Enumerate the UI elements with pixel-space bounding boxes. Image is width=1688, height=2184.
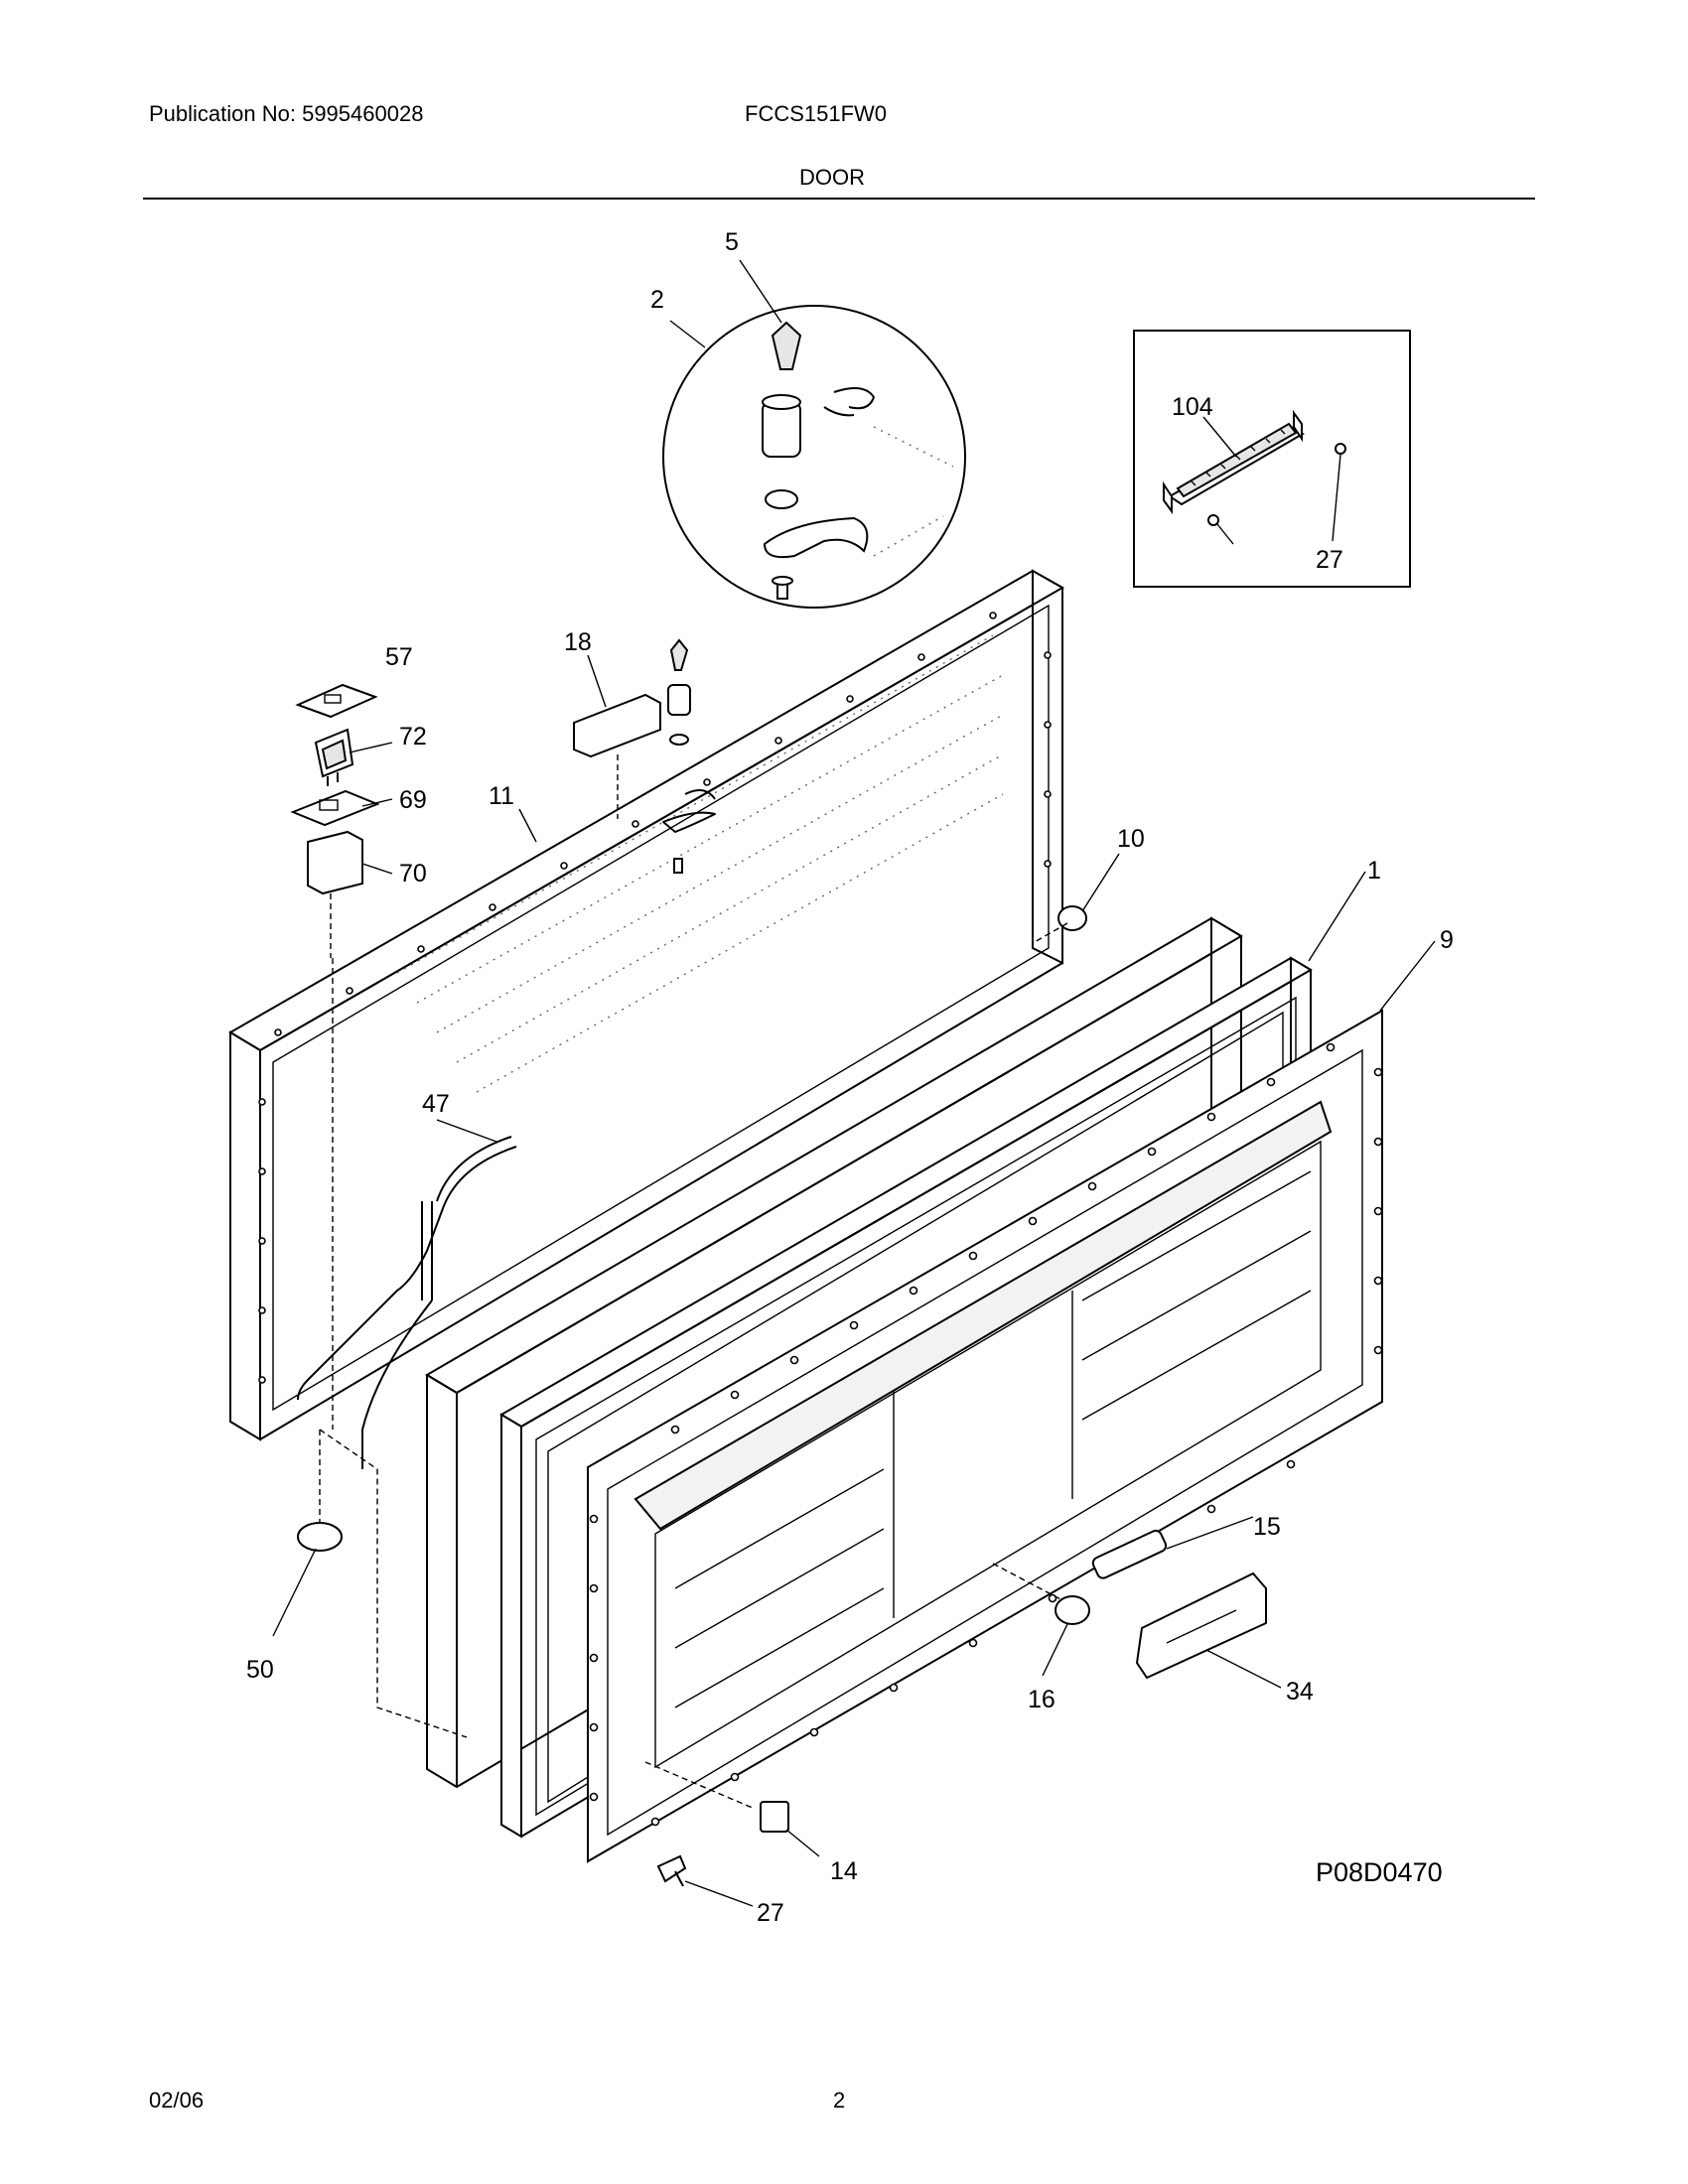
switch-stack: [290, 683, 380, 958]
footer-date: 02/06: [149, 2088, 205, 2113]
model-number: FCCS151FW0: [745, 101, 888, 126]
callout-9: 9: [1440, 926, 1454, 954]
callout-57: 57: [385, 643, 413, 671]
callout-47: 47: [422, 1090, 450, 1118]
callout-15: 15: [1253, 1513, 1281, 1541]
callout-18: 18: [564, 628, 592, 656]
callout-104: 104: [1172, 393, 1213, 421]
liner-screw-holes: [589, 1042, 1383, 1827]
lock-parts-on-panel: [662, 638, 716, 874]
callout-27-inset: 27: [1316, 546, 1343, 574]
callout-69: 69: [399, 786, 427, 814]
callout-numbers: 5 2 104 27 57 18 72 69 11 70 10 1 9 47 1…: [246, 228, 1454, 1927]
callout-50: 50: [246, 1656, 274, 1684]
callout-72: 72: [399, 723, 427, 751]
hinge-inset-box: [1133, 330, 1411, 588]
light-cover: [1135, 1571, 1267, 1680]
callout-27-bottom: 27: [757, 1899, 784, 1927]
drawing-code: P08D0470: [1316, 1857, 1443, 1887]
lamp-socket-parts: [992, 1529, 1168, 1625]
inner-door-liner: [587, 1009, 1383, 1863]
page-number: 2: [833, 2088, 846, 2113]
wire-harness: [297, 1136, 517, 1469]
callout-70: 70: [399, 860, 427, 887]
header-rule: [143, 198, 1535, 200]
callout-34: 34: [1286, 1678, 1314, 1706]
callout-10: 10: [1117, 825, 1145, 853]
door-handle: [573, 693, 661, 819]
callout-5: 5: [725, 228, 739, 256]
publication-number: Publication No: 5995460028: [149, 101, 424, 126]
callout-1: 1: [1367, 857, 1381, 885]
callout-2: 2: [650, 286, 664, 314]
outer-panel-screw-holes: [258, 612, 1052, 1384]
callout-11: 11: [489, 782, 514, 810]
callout-leaders: [272, 259, 1436, 1907]
grommet: [297, 1430, 343, 1552]
bottom-screw: [656, 1854, 687, 1887]
callout-16: 16: [1028, 1686, 1055, 1713]
outer-door-panel: [228, 569, 1065, 1441]
latch-clip: [644, 1761, 789, 1833]
callout-14: 14: [830, 1857, 858, 1885]
lock-assembly-detail: [662, 305, 966, 609]
section-title: DOOR: [799, 165, 865, 190]
